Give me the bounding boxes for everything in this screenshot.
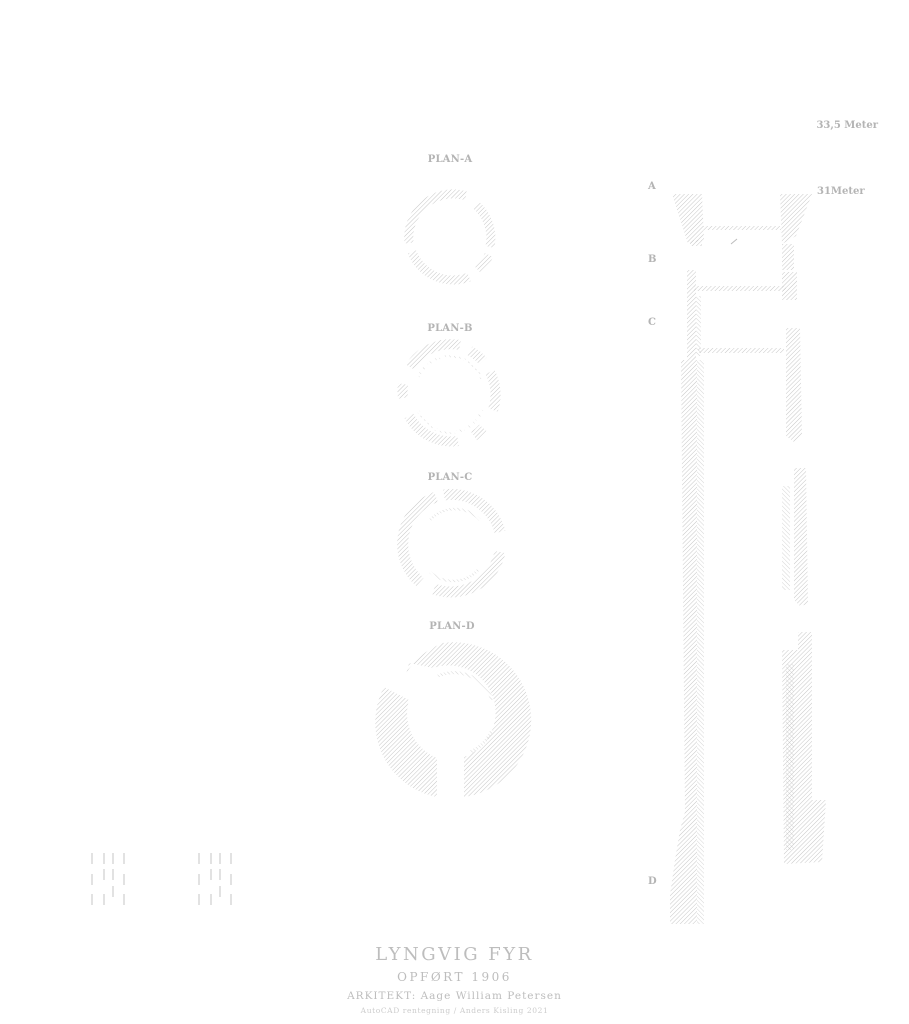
plans: PLAN-A PLAN-B PLAN-C PLAN-D	[375, 154, 532, 797]
level-a-label: A	[647, 181, 656, 192]
plan-d	[375, 642, 532, 797]
tower-right-wall	[782, 328, 826, 864]
tower-left-wall	[670, 270, 704, 924]
plan-b-label: PLAN-B	[427, 323, 472, 334]
level-d-label: D	[648, 876, 657, 887]
level-b-label: B	[648, 254, 656, 265]
plan-a-label: PLAN-A	[428, 154, 473, 165]
built-year: OPFØRT 1906	[397, 970, 512, 984]
drawing-title: LYNGVIG FYR	[375, 944, 534, 965]
plan-c-label: PLAN-C	[428, 472, 473, 483]
scale-group-left	[91, 853, 125, 905]
plan-a	[404, 189, 496, 285]
level-c-label: C	[648, 317, 656, 328]
plan-c	[397, 488, 506, 598]
scale-marks	[91, 853, 232, 905]
floor-c	[698, 348, 784, 353]
wall-block-b	[782, 272, 797, 300]
plan-d-label: PLAN-D	[429, 621, 475, 632]
scale-group-right	[198, 853, 232, 905]
architect-credit: ARKITEKT: Aage William Petersen	[347, 990, 562, 1002]
floor-b	[694, 286, 786, 291]
height-top-label: 33,5 Meter	[816, 120, 878, 131]
plan-b	[397, 339, 501, 447]
height-gallery-label: 31Meter	[817, 186, 865, 197]
lantern-gallery	[672, 194, 812, 270]
tower-section: A B C D 33,5 Meter 31Meter	[647, 120, 879, 924]
drafting-credit: AutoCAD rentegning / Anders Kisling 2021	[360, 1006, 549, 1015]
